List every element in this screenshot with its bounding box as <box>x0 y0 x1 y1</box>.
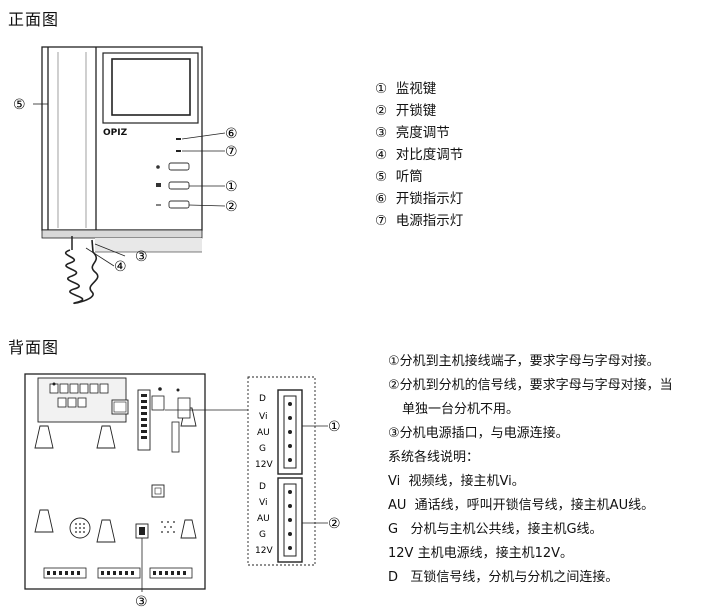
power-indicator-led <box>176 150 181 152</box>
pin-label-au-2: AU <box>257 514 270 524</box>
front-callout-3: ③ <box>135 249 148 265</box>
legend-item: ⑥ 开锁指示灯 <box>375 191 464 207</box>
back-callout-2: ② <box>328 516 341 532</box>
front-callout-2: ② <box>225 199 238 215</box>
monitor-button <box>168 181 190 190</box>
note-line: ①分机到主机接线端子，要求字母与字母对接。 <box>388 354 660 369</box>
pin-label-vi-2: Vi <box>259 498 267 508</box>
front-callout-5: ⑤ <box>13 97 26 113</box>
unlock-button <box>168 200 190 209</box>
monitor-button-icon <box>156 165 160 169</box>
front-legend: ① 监视键 ② 开锁键 ③ 亮度调节 ④ 对比度调节 ⑤ 听筒 ⑥ 开锁指示灯 … <box>375 78 463 232</box>
pin-label-g-2: G <box>259 530 266 540</box>
note-line: 12V 主机电源线，接主机12V。 <box>388 546 574 561</box>
front-view-title: 正面图 <box>8 10 60 29</box>
pin-label-d-2: D <box>259 482 266 492</box>
pin-label-12v-1: 12V <box>255 460 273 470</box>
brand-logo: OPIZ <box>103 128 128 138</box>
legend-item: ② 开锁键 <box>375 103 437 119</box>
monitor-glyph-icon <box>156 183 161 187</box>
back-callout-1: ① <box>328 419 341 435</box>
legend-item: ⑦ 电源指示灯 <box>375 213 464 229</box>
front-callout-7: ⑦ <box>225 144 238 160</box>
note-line: D 互锁信号线，分机与分机之间连接。 <box>388 570 619 585</box>
unlock-indicator-led <box>176 138 181 140</box>
note-line: 单独一台分机不用。 <box>402 402 520 417</box>
back-callout-3: ③ <box>135 594 148 610</box>
back-view-diagram: ③ D Vi AU G 12V D Vi AU G 12V ① ② <box>24 373 341 610</box>
note-line: ③分机电源插口，与电源连接。 <box>388 426 569 441</box>
note-line: ②分机到分机的信号线，要求字母与字母对接，当 <box>388 378 673 393</box>
note-line: AU 通话线，呼叫开锁信号线，接主机AU线。 <box>388 498 655 513</box>
button-top <box>168 162 190 171</box>
pin-label-au-1: AU <box>257 428 270 438</box>
note-line: G 分机与主机公共线，接主机G线。 <box>388 522 603 537</box>
connector-panel <box>247 376 316 566</box>
screen <box>111 58 191 116</box>
front-callout-4: ④ <box>114 259 127 275</box>
legend-item: ⑤ 听筒 <box>375 169 423 185</box>
pin-label-12v-2: 12V <box>255 546 273 556</box>
handset-cord <box>64 239 99 305</box>
back-notes: ①分机到主机接线端子，要求字母与字母对接。 ②分机到分机的信号线，要求字母与字母… <box>388 350 673 590</box>
note-line: 系统各线说明： <box>388 450 480 465</box>
legend-item: ④ 对比度调节 <box>375 147 464 163</box>
pin-label-d-1: D <box>259 394 266 404</box>
board-connector-2 <box>171 421 180 453</box>
pin-label-g-1: G <box>259 444 266 454</box>
legend-item: ③ 亮度调节 <box>375 125 450 141</box>
front-view-diagram: OPIZ ⑤ ⑥ ⑦ ① ② ③ ④ <box>13 46 238 305</box>
front-callout-6: ⑥ <box>225 126 238 142</box>
note-line: Vi 视频线，接主机Vi。 <box>388 474 525 489</box>
back-view-title: 背面图 <box>8 338 60 357</box>
front-callout-1: ① <box>225 179 238 195</box>
legend-item: ① 监视键 <box>375 81 437 97</box>
pin-label-vi-1: Vi <box>259 412 267 422</box>
